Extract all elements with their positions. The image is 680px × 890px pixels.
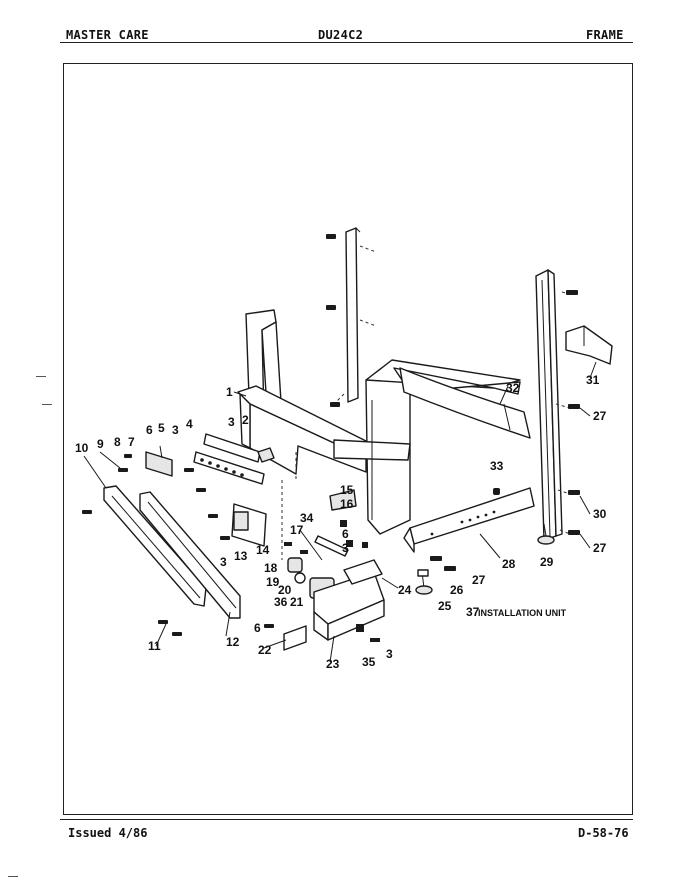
corner-bracket [565, 325, 613, 365]
callout-3c: 3 [220, 555, 227, 569]
callout-30: 30 [593, 507, 607, 521]
callout-3e: 3 [386, 647, 393, 661]
callout-18: 18 [264, 561, 278, 575]
inlet-bracket [313, 559, 385, 641]
screw-33 [493, 488, 500, 495]
callout-12: 12 [226, 635, 240, 649]
section-title: FRAME [586, 28, 624, 42]
callout-36: 36 [274, 595, 288, 609]
callout-5: 5 [158, 421, 165, 435]
callout-10: 10 [75, 441, 89, 455]
callout-21: 21 [290, 595, 304, 609]
plate-3 [203, 433, 261, 463]
callout-2: 2 [242, 413, 249, 427]
callout-3d: 3 [342, 541, 349, 555]
screw-26 [430, 556, 442, 561]
fitting-35 [356, 624, 364, 632]
callout-31: 31 [586, 373, 600, 387]
leveling-legs [415, 523, 555, 595]
diagram-frame [63, 63, 633, 815]
installation-unit-note: INSTALLATION UNIT [478, 608, 567, 618]
callout-3a: 3 [228, 415, 235, 429]
front-toe-panel [103, 485, 207, 607]
screw-3c [370, 638, 380, 642]
right-side-panel [333, 359, 521, 535]
footer-rule [60, 819, 633, 820]
page-code: D-58-76 [578, 826, 629, 840]
center-upright [333, 227, 377, 405]
callout-14: 14 [256, 543, 270, 557]
callout-6a: 6 [146, 423, 153, 437]
leveling-bar [403, 487, 535, 553]
screws-center-upright [326, 234, 340, 407]
callout-11: 11 [148, 639, 161, 653]
issue-date: Issued 4/86 [68, 826, 148, 840]
callout-7: 7 [128, 435, 135, 449]
callout-labels: 1 2 3 3 3 3 3 4 5 6 6 6 7 8 9 10 11 12 1… [75, 373, 607, 671]
callout-34: 34 [300, 511, 314, 525]
bracket-15-16 [329, 489, 368, 548]
front-kick-plate [139, 491, 241, 619]
callout-6c: 6 [254, 621, 261, 635]
callout-23: 23 [326, 657, 340, 671]
callout-27c: 27 [593, 541, 607, 555]
callout-15: 15 [340, 483, 354, 497]
brand-label: MASTER CARE [66, 28, 149, 42]
leader-lines [83, 361, 597, 663]
callout-29: 29 [540, 555, 554, 569]
rear-crossbar [399, 367, 531, 439]
terminal-strip [193, 451, 265, 485]
callout-28: 28 [502, 557, 516, 571]
callout-20: 20 [278, 583, 292, 597]
callout-4: 4 [186, 417, 193, 431]
small-screws-left [82, 454, 274, 636]
callout-1: 1 [226, 385, 233, 399]
margin-tick [8, 876, 18, 877]
clip-2 [257, 447, 275, 463]
callout-22: 22 [258, 643, 272, 657]
right-upright-rail [535, 269, 571, 541]
callout-16: 16 [340, 497, 354, 511]
header-rule [60, 42, 633, 43]
margin-tick [42, 404, 52, 405]
model-number: DU24C2 [318, 28, 364, 42]
latch-13 [233, 511, 249, 531]
callout-17: 17 [290, 523, 304, 537]
plate-22 [283, 625, 307, 651]
callout-27a: 27 [472, 573, 486, 587]
hose-34 [314, 535, 349, 557]
callout-33: 33 [490, 459, 504, 473]
callout-26: 26 [450, 583, 464, 597]
callout-8: 8 [114, 435, 121, 449]
callout-37: 37 [466, 605, 480, 619]
callout-35: 35 [362, 655, 376, 669]
callout-3b: 3 [172, 423, 179, 437]
screws-right-rail [566, 290, 580, 535]
callout-32: 32 [506, 381, 520, 395]
callout-24: 24 [398, 583, 412, 597]
callout-25: 25 [438, 599, 452, 613]
callout-6b: 6 [342, 527, 349, 541]
callout-27b: 27 [593, 409, 607, 423]
margin-tick [36, 376, 46, 377]
callout-13: 13 [234, 549, 248, 563]
callout-9: 9 [97, 437, 104, 451]
switch-assembly-7 [145, 445, 173, 477]
callout-19: 19 [266, 575, 280, 589]
screw-27a [444, 566, 456, 571]
